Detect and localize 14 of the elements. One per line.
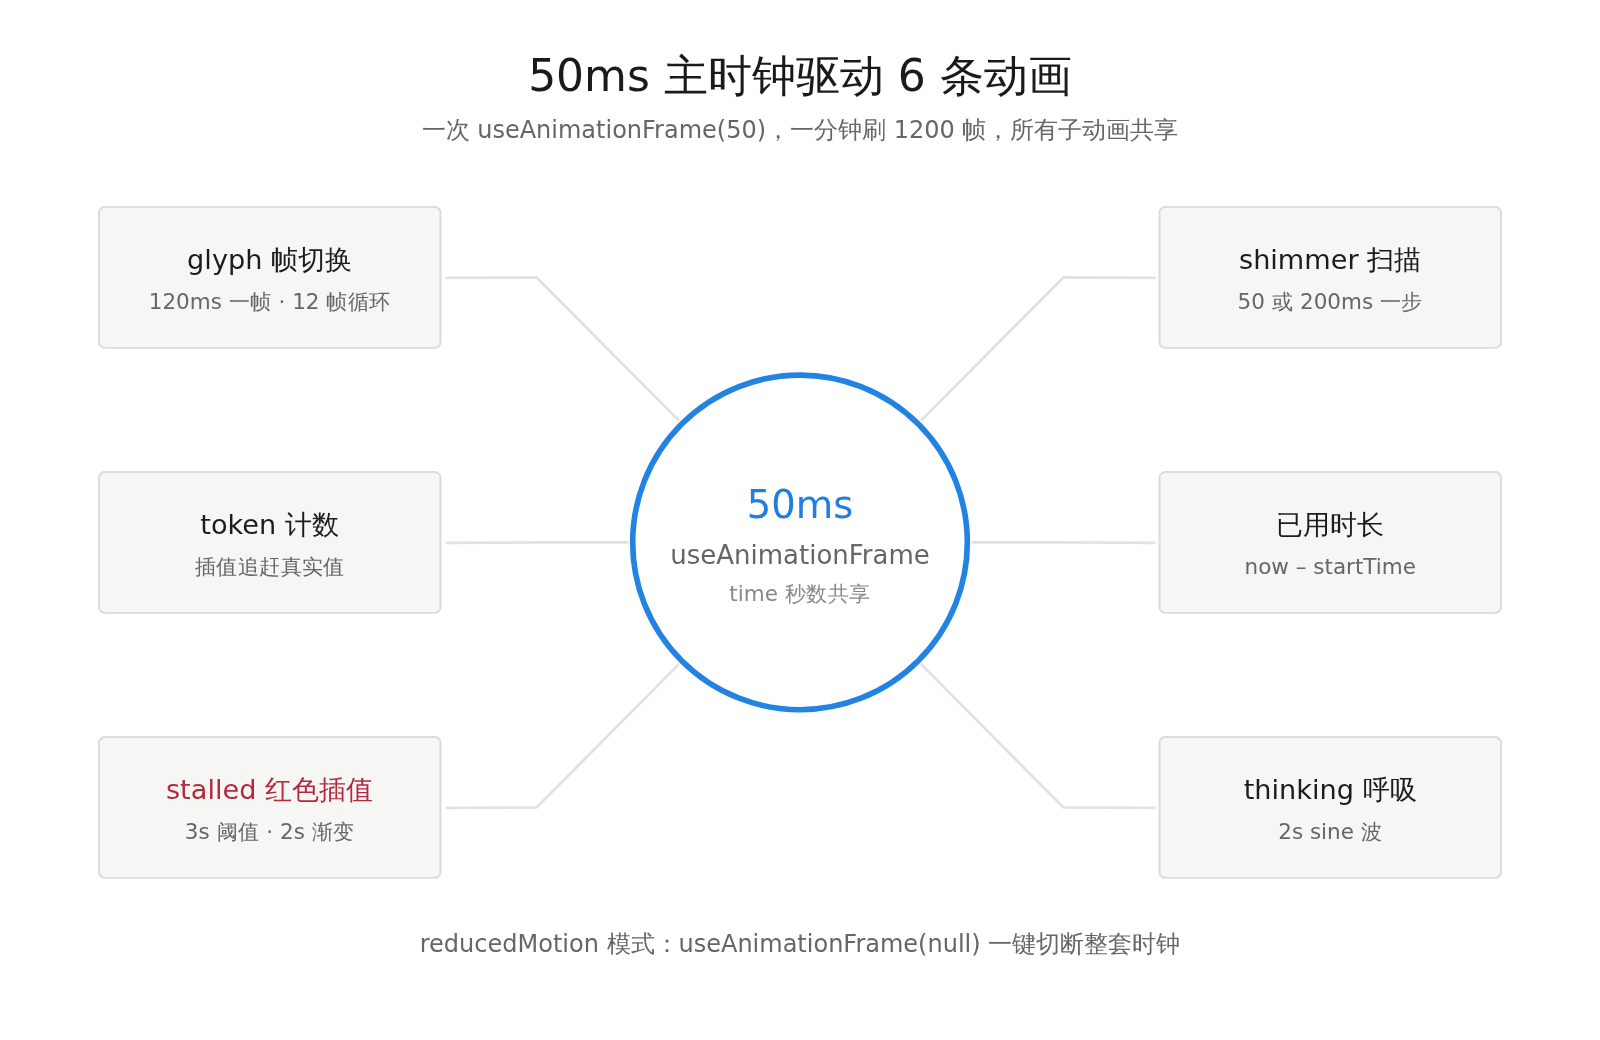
subtitle-text: 一次 useAnimationFrame(50)，一分钟刷 1200 帧，所有子动画共享 — [421, 114, 1179, 146]
animation-card: stalled 红色插值 3s 阈值 · 2s 渐变 — [98, 736, 442, 879]
footnote-text: reducedMotion 模式：useAnimationFrame(null) 一键切断整套时钟 — [419, 928, 1181, 960]
diagram-title: 50ms 主时钟驱动 6 条动画 — [528, 50, 1072, 103]
connector-line — [445, 663, 680, 810]
clock-circle: 50ms useAnimationFrame time 秒数共享 — [629, 372, 971, 713]
animation-card: token 计数 插值追赶真实值 — [98, 471, 442, 614]
connector-line — [920, 276, 1156, 422]
animation-card: shimmer 扫描 50 或 200ms 一步 — [1158, 206, 1502, 349]
animation-card: thinking 呼吸 2s sine 波 — [1158, 736, 1502, 879]
animation-card: 已用时长 now – startTime — [1158, 471, 1502, 614]
connector-line — [920, 663, 1156, 810]
connector-line — [445, 276, 680, 422]
animation-card: glyph 帧切换 120ms 一帧 · 12 帧循环 — [98, 206, 442, 349]
